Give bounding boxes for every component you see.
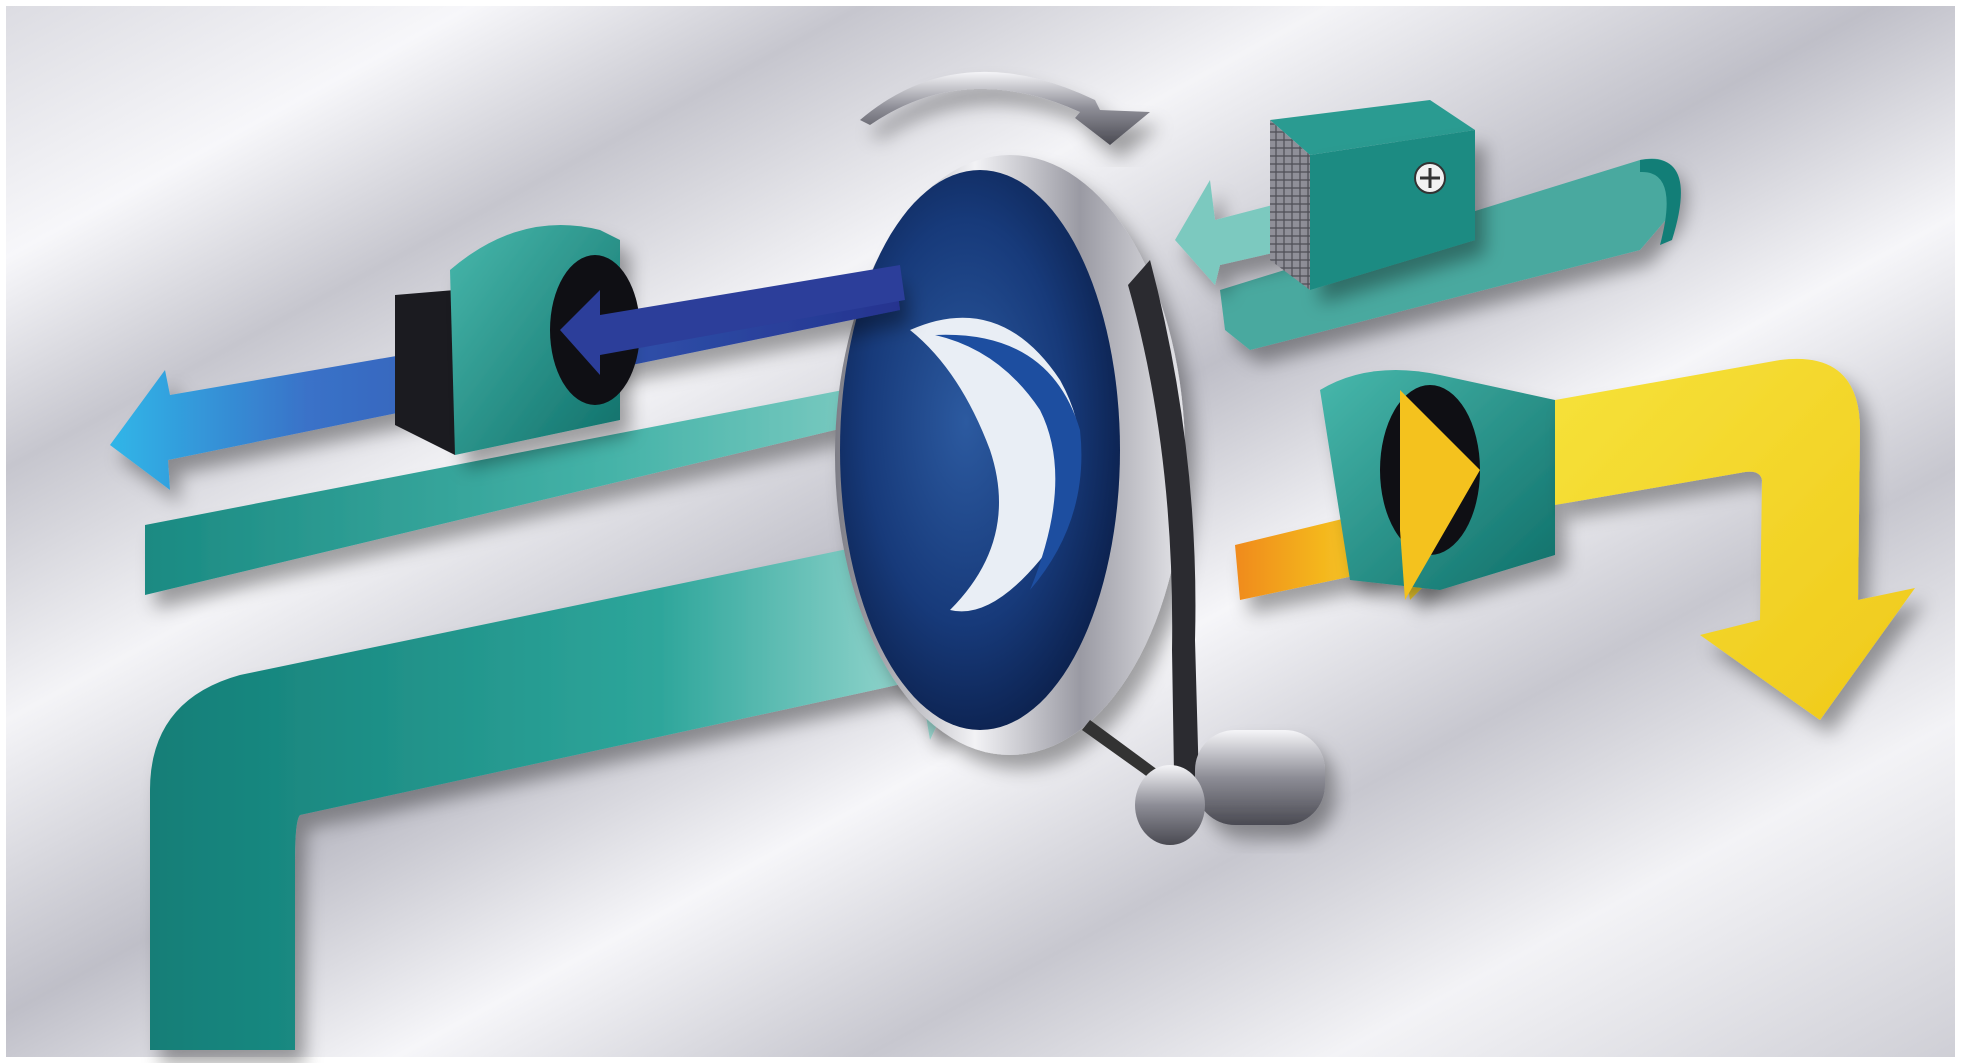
- right-fan-unit: [1320, 370, 1555, 600]
- motor-pulley: [1135, 765, 1205, 845]
- motor-body: [1195, 730, 1325, 825]
